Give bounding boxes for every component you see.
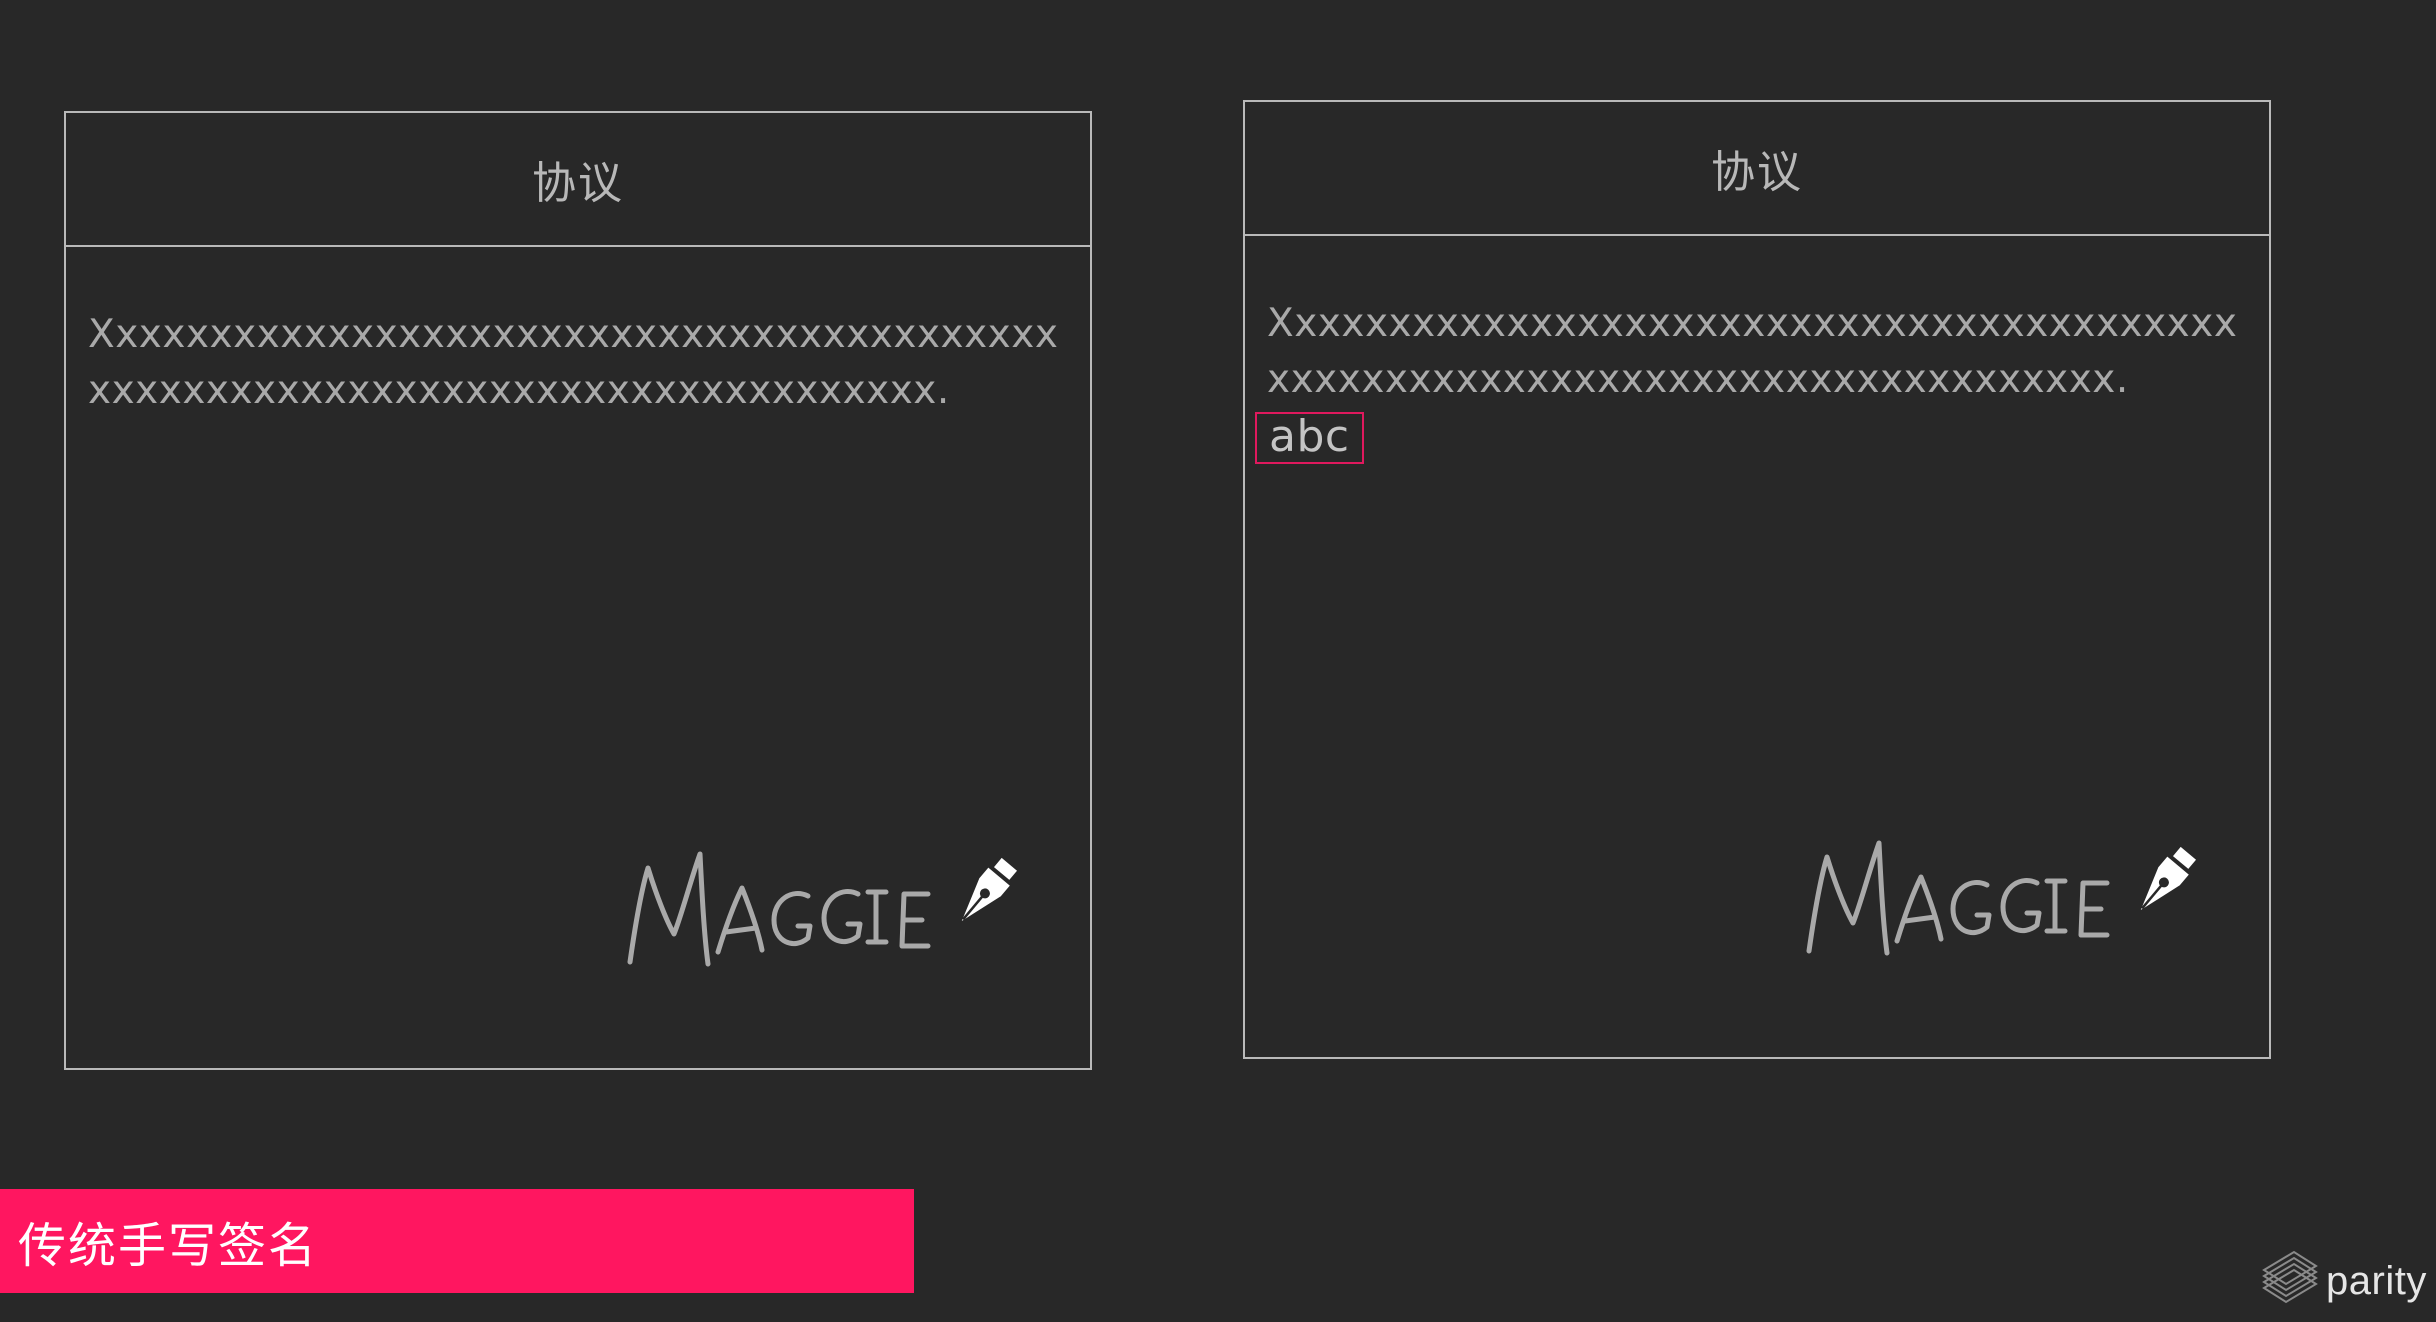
document-card-original: 协议 Xxxxxxxxxxxxxxxxxxxxxxxxxxxxxxxxxxxxx… <box>64 111 1092 1070</box>
document-line-1: Xxxxxxxxxxxxxxxxxxxxxxxxxxxxxxxxxxxxxxxx… <box>1267 301 2238 346</box>
brand-name: parity <box>2326 1259 2427 1303</box>
document-title: 协议 <box>66 113 1090 247</box>
parity-logo-icon <box>2262 1250 2318 1304</box>
document-line-2: xxxxxxxxxxxxxxxxxxxxxxxxxxxxxxxxxxxx. <box>1267 357 2129 402</box>
document-line-1: Xxxxxxxxxxxxxxxxxxxxxxxxxxxxxxxxxxxxxxxx… <box>88 312 1059 357</box>
fountain-pen-nib-icon <box>961 857 1018 922</box>
brand-logo: parity <box>2254 1230 2427 1310</box>
slide-caption: 传统手写签名 <box>0 1189 914 1293</box>
document-title: 协议 <box>1245 102 2269 236</box>
document-body: Xxxxxxxxxxxxxxxxxxxxxxxxxxxxxxxxxxxxxxxx… <box>1245 236 2269 467</box>
fountain-pen-nib-icon <box>2140 846 2197 911</box>
document-line-2: xxxxxxxxxxxxxxxxxxxxxxxxxxxxxxxxxxxx. <box>88 368 950 413</box>
document-body: Xxxxxxxxxxxxxxxxxxxxxxxxxxxxxxxxxxxxxxxx… <box>66 247 1090 419</box>
handwritten-signature <box>627 851 1018 967</box>
handwritten-signature <box>1806 840 2197 956</box>
inserted-text-highlight: abc <box>1255 412 1364 464</box>
document-card-tampered: 协议 Xxxxxxxxxxxxxxxxxxxxxxxxxxxxxxxxxxxxx… <box>1243 100 2271 1059</box>
